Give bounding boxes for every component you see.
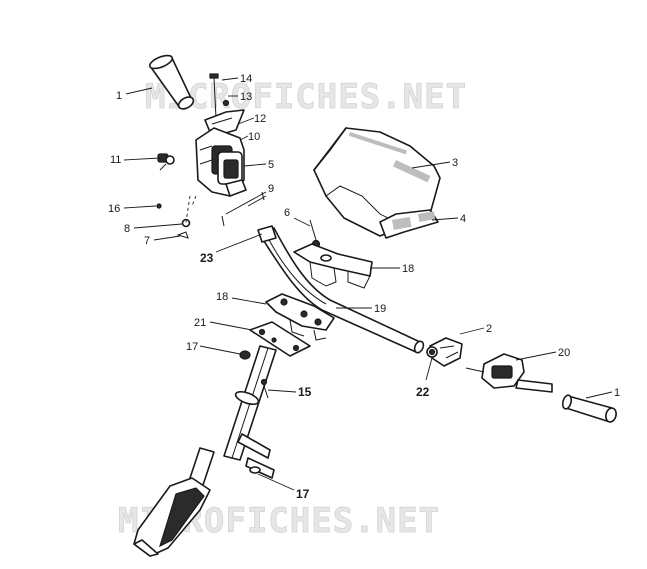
callout-19: 19: [374, 303, 386, 315]
bolt-6: [309, 219, 321, 249]
callout-14: 14: [240, 73, 252, 85]
screw-16: [156, 203, 162, 209]
callout-12: 12: [254, 113, 266, 125]
clip-7: [176, 231, 189, 239]
callout-10: 10: [248, 131, 260, 143]
headlight-lens-4: [379, 209, 439, 239]
callout-7: 7: [144, 235, 150, 247]
switch-11: [157, 153, 175, 171]
callout-23: 23: [200, 251, 214, 265]
callout-18-upper: 18: [402, 263, 414, 275]
pin: [237, 433, 275, 479]
callout-13: 13: [240, 91, 252, 103]
column-bracket: [133, 477, 211, 557]
nut-17-lower: [249, 466, 261, 474]
screws-9: [221, 191, 265, 227]
mount-plate-21: [249, 321, 311, 357]
callout-18-lower: 18: [216, 291, 228, 303]
watermark-top: MICROFICHES.NET: [145, 77, 467, 117]
callout-4: 4: [460, 213, 466, 225]
callout-5: 5: [268, 159, 274, 171]
callout-21: 21: [194, 317, 206, 329]
callout-17-upper: 17: [186, 341, 198, 353]
nut-13: [222, 99, 230, 107]
callout-1-right: 1: [614, 387, 620, 399]
leader-lines: [123, 77, 613, 491]
callout-20: 20: [558, 347, 570, 359]
bolt-14: [209, 73, 219, 119]
left-handle-grip: [148, 54, 195, 110]
nut-17-upper: [239, 350, 251, 360]
callout-22: 22: [416, 385, 430, 399]
callout-3: 3: [452, 157, 458, 169]
callout-2: 2: [486, 323, 492, 335]
handlebar-tube-19: [261, 227, 425, 354]
upper-clamp-18: [293, 243, 373, 289]
callout-8: 8: [124, 223, 130, 235]
callout-17-lower: 17: [296, 487, 310, 501]
brake-lever-20: [465, 353, 553, 393]
callout-9: 9: [268, 183, 274, 195]
fitting-22: [426, 346, 438, 358]
callout-6: 6: [284, 207, 290, 219]
callout-labels: 1 14 13 12 10 11 5 9 16 8 7 23 6 3 4 18 …: [108, 73, 620, 501]
callout-15: 15: [298, 385, 312, 399]
washer-8: [181, 218, 191, 228]
lower-clamp-18: [265, 293, 335, 341]
callout-11: 11: [110, 154, 121, 166]
callout-16: 16: [108, 203, 120, 215]
screw-15: [260, 378, 269, 399]
right-handle-grip: [561, 394, 617, 423]
tube-end-23: [257, 225, 277, 243]
steering-column: [185, 345, 277, 495]
assembly-line: [185, 195, 197, 223]
throttle-housing: [195, 127, 247, 197]
callout-1: 1: [116, 90, 122, 102]
